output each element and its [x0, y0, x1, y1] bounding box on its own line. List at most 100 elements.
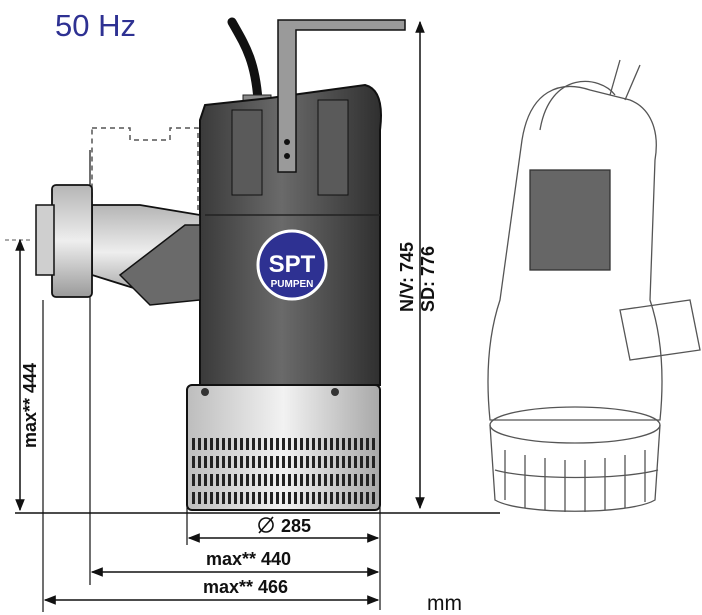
strainer-slots	[192, 438, 375, 504]
strainer-slot	[342, 474, 345, 486]
strainer-slot	[216, 492, 219, 504]
strainer-slot	[342, 438, 345, 450]
height-label-nv: N/V: 745	[397, 242, 417, 312]
sketch-base-top	[489, 406, 661, 444]
strainer-slot	[300, 456, 303, 468]
strainer-slot	[264, 492, 267, 504]
strainer-slot	[276, 492, 279, 504]
strainer-slot	[228, 492, 231, 504]
strainer-slot	[354, 474, 357, 486]
strainer-slot	[354, 456, 357, 468]
width-466-label: max** 466	[203, 577, 288, 597]
strainer-slot	[318, 474, 321, 486]
strainer-slot	[240, 456, 243, 468]
strainer-slot	[312, 456, 315, 468]
diameter-symbol	[258, 517, 274, 533]
strainer-slot	[210, 474, 213, 486]
unit-label: mm	[427, 592, 462, 615]
strainer-slot	[204, 492, 207, 504]
strainer-slot	[366, 456, 369, 468]
strainer-slot	[342, 456, 345, 468]
strainer-slot	[330, 438, 333, 450]
strainer-slot	[192, 438, 195, 450]
height-label-sd: SD: 776	[418, 246, 438, 312]
strainer-slot	[282, 438, 285, 450]
strainer-slot	[312, 474, 315, 486]
strainer-slot	[198, 438, 201, 450]
strainer-slot	[216, 438, 219, 450]
width-440-label: max** 440	[206, 549, 291, 569]
brand-logo	[256, 229, 328, 301]
outlet-elbow	[118, 224, 201, 306]
strainer-slot	[234, 456, 237, 468]
power-cable	[227, 17, 263, 105]
sketch-strainer-ring	[494, 469, 659, 479]
strainer-slot	[348, 474, 351, 486]
strainer-slot	[372, 456, 375, 468]
strainer-slot	[324, 492, 327, 504]
strainer-slot	[306, 438, 309, 450]
strainer-slot	[372, 438, 375, 450]
strainer-slot	[276, 456, 279, 468]
strainer-slot	[240, 492, 243, 504]
strainer-slot	[222, 456, 225, 468]
strainer-slot	[252, 492, 255, 504]
strainer-slot	[222, 474, 225, 486]
outlet-height-label: max** 444	[20, 363, 40, 448]
strainer-slot	[318, 438, 321, 450]
strainer-slot	[306, 474, 309, 486]
strainer-slot	[336, 474, 339, 486]
strainer-slot	[198, 456, 201, 468]
motor-rib-right	[317, 99, 349, 196]
strainer-slot	[192, 492, 195, 504]
strainer-slot	[306, 492, 309, 504]
strainer-slot	[234, 474, 237, 486]
strainer-slot	[360, 438, 363, 450]
strainer-slot	[222, 438, 225, 450]
strainer-slot	[210, 492, 213, 504]
strainer-slot	[192, 474, 195, 486]
strainer-slot	[288, 474, 291, 486]
outlet-coupling	[51, 184, 93, 298]
strainer-slot	[288, 456, 291, 468]
strainer-slot	[360, 492, 363, 504]
strainer-slot	[312, 438, 315, 450]
pump-3d-sketch	[487, 59, 701, 512]
strainer-slot	[294, 456, 297, 468]
strainer-slot	[336, 456, 339, 468]
strainer-slot	[270, 456, 273, 468]
strainer-slot	[264, 456, 267, 468]
strainer-slot	[348, 492, 351, 504]
brand-logo-main: SPT	[269, 251, 316, 278]
strainer-slot	[270, 438, 273, 450]
strainer-slot	[312, 492, 315, 504]
motor-rib-left	[231, 109, 263, 196]
strainer-slot	[336, 438, 339, 450]
diameter-symbol-stroke	[258, 516, 274, 534]
strainer-slot	[204, 474, 207, 486]
strainer-slot	[216, 456, 219, 468]
strainer-slot	[330, 474, 333, 486]
strainer-slot	[282, 456, 285, 468]
strainer-slot	[246, 456, 249, 468]
strainer-slot	[294, 492, 297, 504]
strainer-slot	[360, 474, 363, 486]
strainer-slot	[276, 438, 279, 450]
strainer-slot	[324, 456, 327, 468]
strainer-slot	[300, 492, 303, 504]
strainer-slot	[258, 492, 261, 504]
strainer-slot	[366, 474, 369, 486]
strainer-slot	[246, 438, 249, 450]
strainer-slot	[330, 456, 333, 468]
strainer-slot	[372, 474, 375, 486]
base-screw-left	[201, 388, 209, 396]
strainer-slot	[258, 456, 261, 468]
strainer-slot	[216, 474, 219, 486]
strainer-slot	[234, 492, 237, 504]
strainer-slot	[276, 474, 279, 486]
strainer-slot	[360, 456, 363, 468]
strainer-slot	[318, 492, 321, 504]
alt-outlet-dashed	[91, 127, 199, 276]
strainer-slot	[282, 474, 285, 486]
